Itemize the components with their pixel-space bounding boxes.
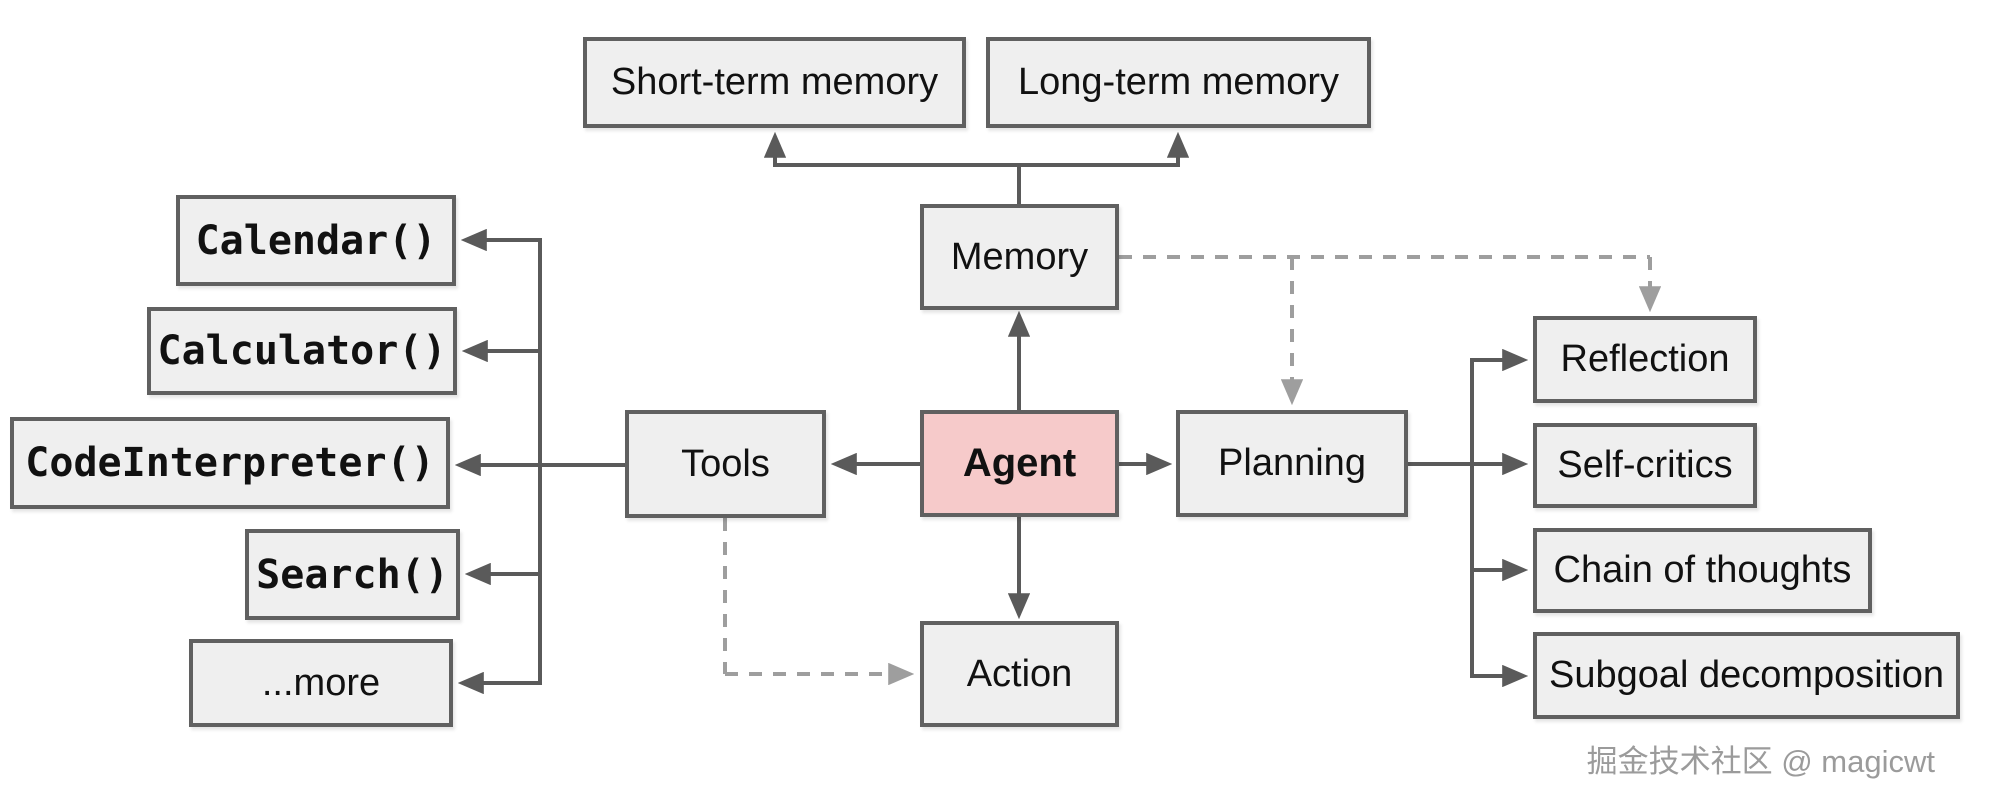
node-label: CodeInterpreter() [25,440,435,486]
node-code-interpreter: CodeInterpreter() [10,417,450,509]
node-label: Short-term memory [610,61,939,103]
node-chain-of-thoughts: Chain of thoughts [1533,528,1872,613]
node-tools: Tools [625,410,826,518]
node-label: Reflection [1560,338,1730,380]
node-label: Tools [681,442,770,485]
node-label: Planning [1218,442,1366,484]
node-label: Action [966,652,1073,695]
node-short-term-memory: Short-term memory [583,37,966,128]
node-reflection: Reflection [1533,316,1757,403]
node-label: Calendar() [195,217,437,264]
node-label: Calculator() [157,328,447,374]
node-memory: Memory [920,204,1119,310]
node-action: Action [920,621,1119,727]
node-self-critics: Self-critics [1533,423,1757,508]
node-agent: Agent [920,410,1119,517]
node-label: Self-critics [1557,444,1733,486]
node-label: ...more [261,661,381,704]
node-label: Subgoal decomposition [1548,654,1945,696]
node-long-term-memory: Long-term memory [986,37,1371,128]
node-label: Long-term memory [1018,61,1339,103]
node-subgoal-decomposition: Subgoal decomposition [1533,632,1960,719]
node-planning: Planning [1176,410,1408,517]
node-search: Search() [245,529,460,620]
node-calendar: Calendar() [176,195,456,286]
node-more: ...more [189,639,453,727]
node-calculator: Calculator() [147,307,457,395]
node-label: Search() [256,551,449,598]
node-label: Memory [950,235,1089,278]
watermark: 掘金技术社区 @ magicwt [1586,744,1935,779]
node-label: Agent [962,441,1077,485]
node-label: Chain of thoughts [1553,549,1852,591]
